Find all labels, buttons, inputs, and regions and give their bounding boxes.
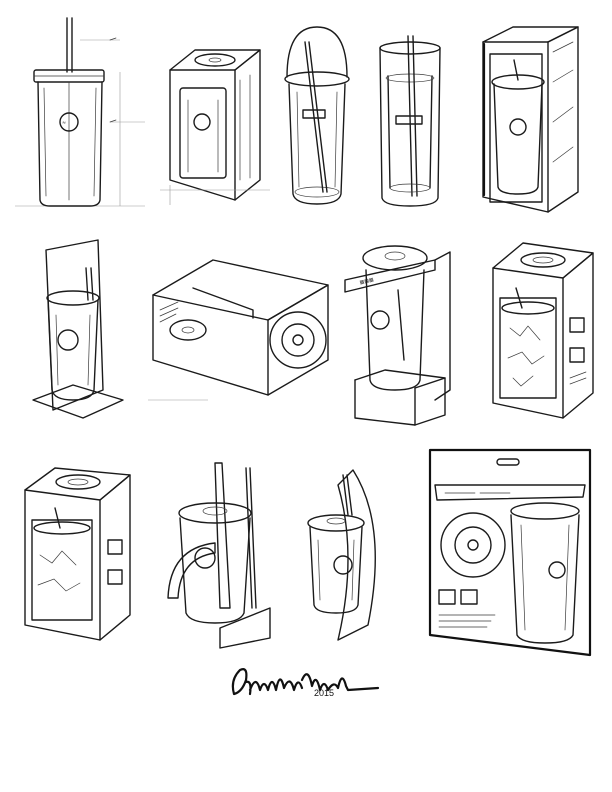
sketch-tumbler-side-box <box>148 259 329 401</box>
sketch-tumbler-front-view: ≈ <box>15 17 145 207</box>
sketch-tumbler-stand-display: ▦▦▦ <box>344 245 451 426</box>
sketch-tumbler-hanger-display <box>32 239 124 419</box>
sketch-tumbler-curved-stand <box>167 462 271 649</box>
sketch-tumbler-dome-lid <box>284 26 350 205</box>
sketch-tumbler-in-window-box <box>160 49 270 205</box>
sketch-tumbler-blister-card <box>428 448 592 657</box>
sketch-tumbler-double-wall <box>379 35 441 207</box>
sketch-tumbler-wave-stand <box>307 469 376 641</box>
sketch-tumbler-window-carton <box>492 242 594 419</box>
front-view-badge-mark: ≈ <box>62 120 66 126</box>
sketch-tumbler-box-with-graphics <box>24 467 131 641</box>
artist-signature <box>231 668 380 696</box>
sketch-tumbler-open-box-display <box>482 26 579 213</box>
signature-year: 2015 <box>314 688 335 698</box>
